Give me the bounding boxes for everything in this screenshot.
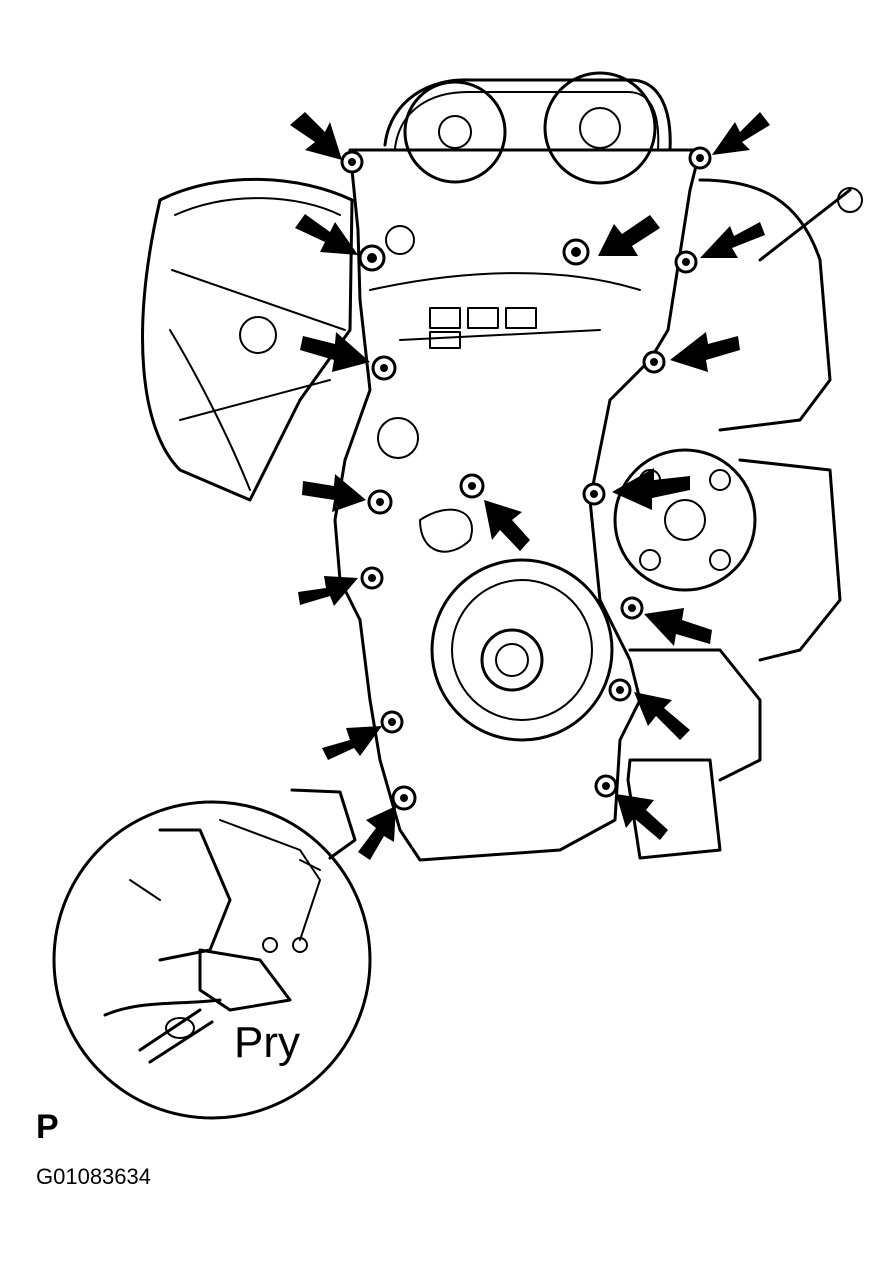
- arrow-icon: [290, 112, 342, 160]
- bolt-icon: [562, 238, 590, 266]
- arrow-icon: [670, 332, 740, 372]
- bolt-icon: [367, 489, 393, 515]
- arrow-icon: [300, 332, 370, 372]
- arrow-icon: [612, 468, 690, 510]
- arrow-icon: [302, 474, 366, 512]
- bolt-icon: [358, 244, 386, 272]
- arrow-icon: [598, 215, 660, 256]
- arrow-icon: [322, 726, 382, 760]
- bolt-icon: [642, 350, 666, 374]
- bolt-icon: [391, 785, 417, 811]
- arrow-icon: [358, 806, 396, 860]
- bolt-icon: [459, 473, 485, 499]
- bolt-icon: [620, 596, 644, 620]
- left-manifold-housing: [141, 177, 354, 502]
- bolt-icon: [608, 678, 632, 702]
- bolt-arrows: [290, 112, 770, 860]
- pry-label: Pry: [234, 1018, 300, 1067]
- bolts: [340, 146, 712, 811]
- arrow-icon: [484, 500, 530, 551]
- inset-leader: [290, 788, 357, 860]
- arrow-icon: [712, 112, 770, 155]
- bolt-icon: [674, 250, 698, 274]
- figure-code: G01083634: [36, 1164, 151, 1189]
- arrow-icon: [644, 608, 712, 646]
- magnifier-circle: [52, 800, 372, 1120]
- bolt-icon: [371, 355, 397, 381]
- arrow-icon: [700, 222, 765, 258]
- arrow-icon: [616, 794, 668, 840]
- bolt-icon: [688, 146, 712, 170]
- arrow-icon: [298, 576, 358, 606]
- bolt-icon: [340, 150, 364, 174]
- timing-chain: [383, 71, 672, 185]
- bolt-icon: [594, 774, 618, 798]
- water-pump: [613, 178, 863, 860]
- bolt-icon: [360, 566, 384, 590]
- arrow-icon: [634, 692, 690, 740]
- view-letter: P: [36, 1108, 59, 1146]
- arrow-icon: [295, 214, 358, 255]
- bolt-icon: [380, 710, 404, 734]
- bolt-icon: [582, 482, 606, 506]
